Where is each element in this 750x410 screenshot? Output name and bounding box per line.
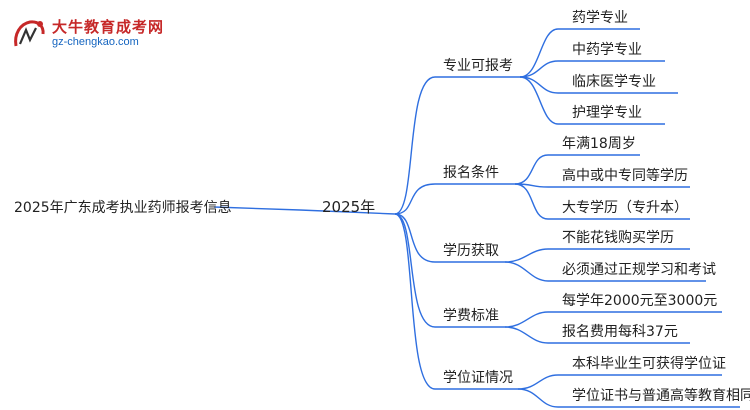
branch-degree: 学历获取 <box>443 243 499 259</box>
leaf-proper-study: 必须通过正规学习和考试 <box>562 262 716 278</box>
center-underline <box>299 209 396 215</box>
leaf-link-2-0 <box>504 248 690 263</box>
leaf-link-4-1 <box>517 388 740 408</box>
leaf-link-4-0 <box>517 374 722 390</box>
branch-link-conditions <box>394 183 515 215</box>
branch-link-major <box>394 76 520 215</box>
ox-logo-icon <box>14 20 45 47</box>
leaf-link-1-0 <box>514 154 640 185</box>
leaf-link-0-2 <box>519 76 678 94</box>
leaf-nursing: 护理学专业 <box>572 105 642 121</box>
leaf-link-1-1 <box>514 183 690 188</box>
leaf-pharmacy: 药学专业 <box>572 10 628 26</box>
branch-link-certificate <box>394 213 518 390</box>
leaf-link-3-0 <box>504 311 722 328</box>
center-topic: 2025年 <box>322 198 376 216</box>
leaf-link-1-2 <box>514 183 690 220</box>
leaf-link-0-0 <box>519 28 640 78</box>
leaf-no-buying: 不能花钱购买学历 <box>562 230 674 246</box>
leaf-chinese-pharmacy: 中药学专业 <box>572 42 642 58</box>
leaf-link-0-3 <box>519 76 665 125</box>
leaf-link-0-1 <box>519 60 665 78</box>
branch-link-degree <box>394 213 505 263</box>
leaf-link-3-1 <box>504 326 690 344</box>
branch-major: 专业可报考 <box>443 58 513 74</box>
branch-fees: 学费标准 <box>443 308 499 324</box>
leaf-high-school: 高中或中专同等学历 <box>562 168 688 184</box>
site-logo[interactable]: 大牛教育成考网 gz-chengkao.com <box>10 14 210 54</box>
branch-certificate: 学位证情况 <box>443 370 513 386</box>
branch-link-fees <box>394 213 505 328</box>
leaf-link-2-1 <box>504 261 706 282</box>
root-topic: 2025年广东成考执业药师报考信息 <box>14 200 232 216</box>
logo-url: gz-chengkao.com <box>52 36 139 48</box>
branch-conditions: 报名条件 <box>443 165 499 181</box>
leaf-degree-same: 学位证书与普通高等教育相同 <box>572 388 750 404</box>
leaf-registration-fee: 报名费用每科37元 <box>562 324 678 340</box>
leaf-college: 大专学历（专升本） <box>562 200 688 216</box>
leaf-degree-available: 本科毕业生可获得学位证 <box>572 356 726 372</box>
leaf-clinical-medicine: 临床医学专业 <box>572 74 656 90</box>
leaf-age: 年满18周岁 <box>562 136 636 152</box>
root-connector <box>213 206 301 211</box>
logo-title: 大牛教育成考网 <box>52 18 165 36</box>
leaf-tuition: 每学年2000元至3000元 <box>562 293 718 309</box>
